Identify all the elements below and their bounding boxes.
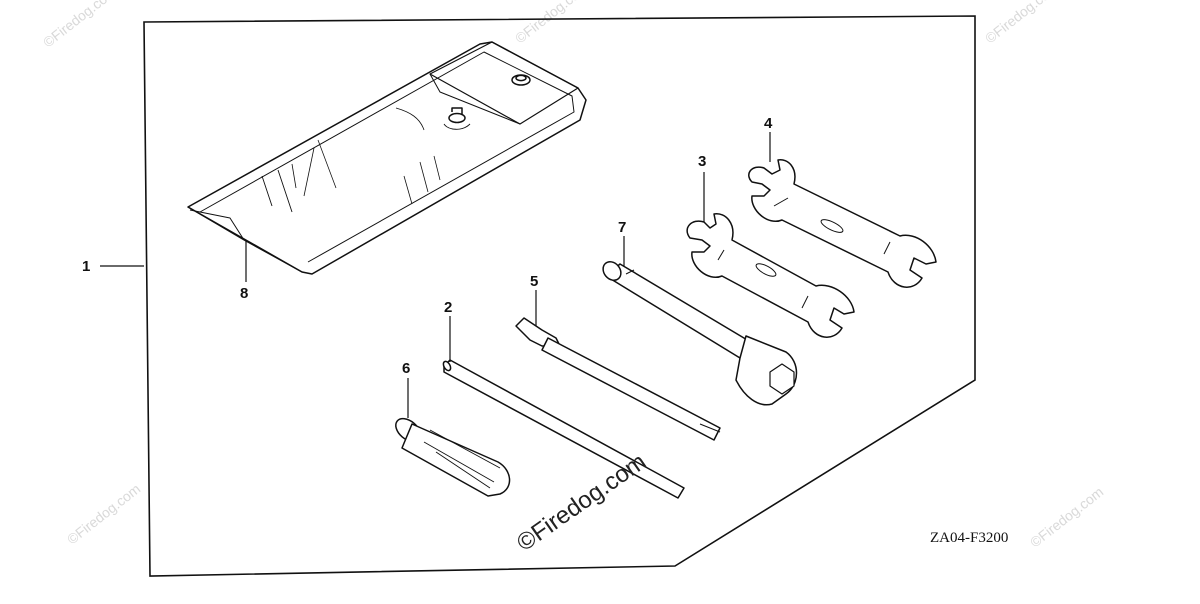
callout-1: 1 — [82, 258, 90, 275]
figure-code: ZA04-F3200 — [930, 530, 1008, 546]
handle-rod — [442, 359, 685, 499]
wrench-10x12 — [686, 213, 855, 338]
screwdriver-handle — [395, 417, 511, 497]
watermark-faint: ©Firedog.com — [982, 0, 1061, 46]
callout-4: 4 — [764, 115, 773, 132]
kit-outline-frame — [143, 15, 976, 577]
tool-bag — [187, 41, 587, 275]
wrench-14x17 — [748, 159, 937, 288]
background-watermarks: ©Firedog.com ©Firedog.com ©Firedog.com ©… — [40, 0, 1106, 550]
watermark-faint: ©Firedog.com — [64, 481, 143, 548]
callout-2: 2 — [444, 299, 452, 316]
watermark-main: ©Firedog.com — [512, 448, 651, 557]
callout-7: 7 — [618, 219, 626, 236]
watermark-faint: ©Firedog.com — [1027, 484, 1106, 551]
callout-3: 3 — [698, 153, 706, 170]
watermark-faint: ©Firedog.com — [40, 0, 119, 50]
screwdriver-blade — [515, 317, 721, 441]
watermark-faint: ©Firedog.com — [512, 0, 591, 46]
callout-5: 5 — [530, 273, 538, 290]
callout-6: 6 — [402, 360, 410, 377]
callout-8: 8 — [240, 285, 248, 302]
spark-plug-wrench — [602, 261, 798, 406]
